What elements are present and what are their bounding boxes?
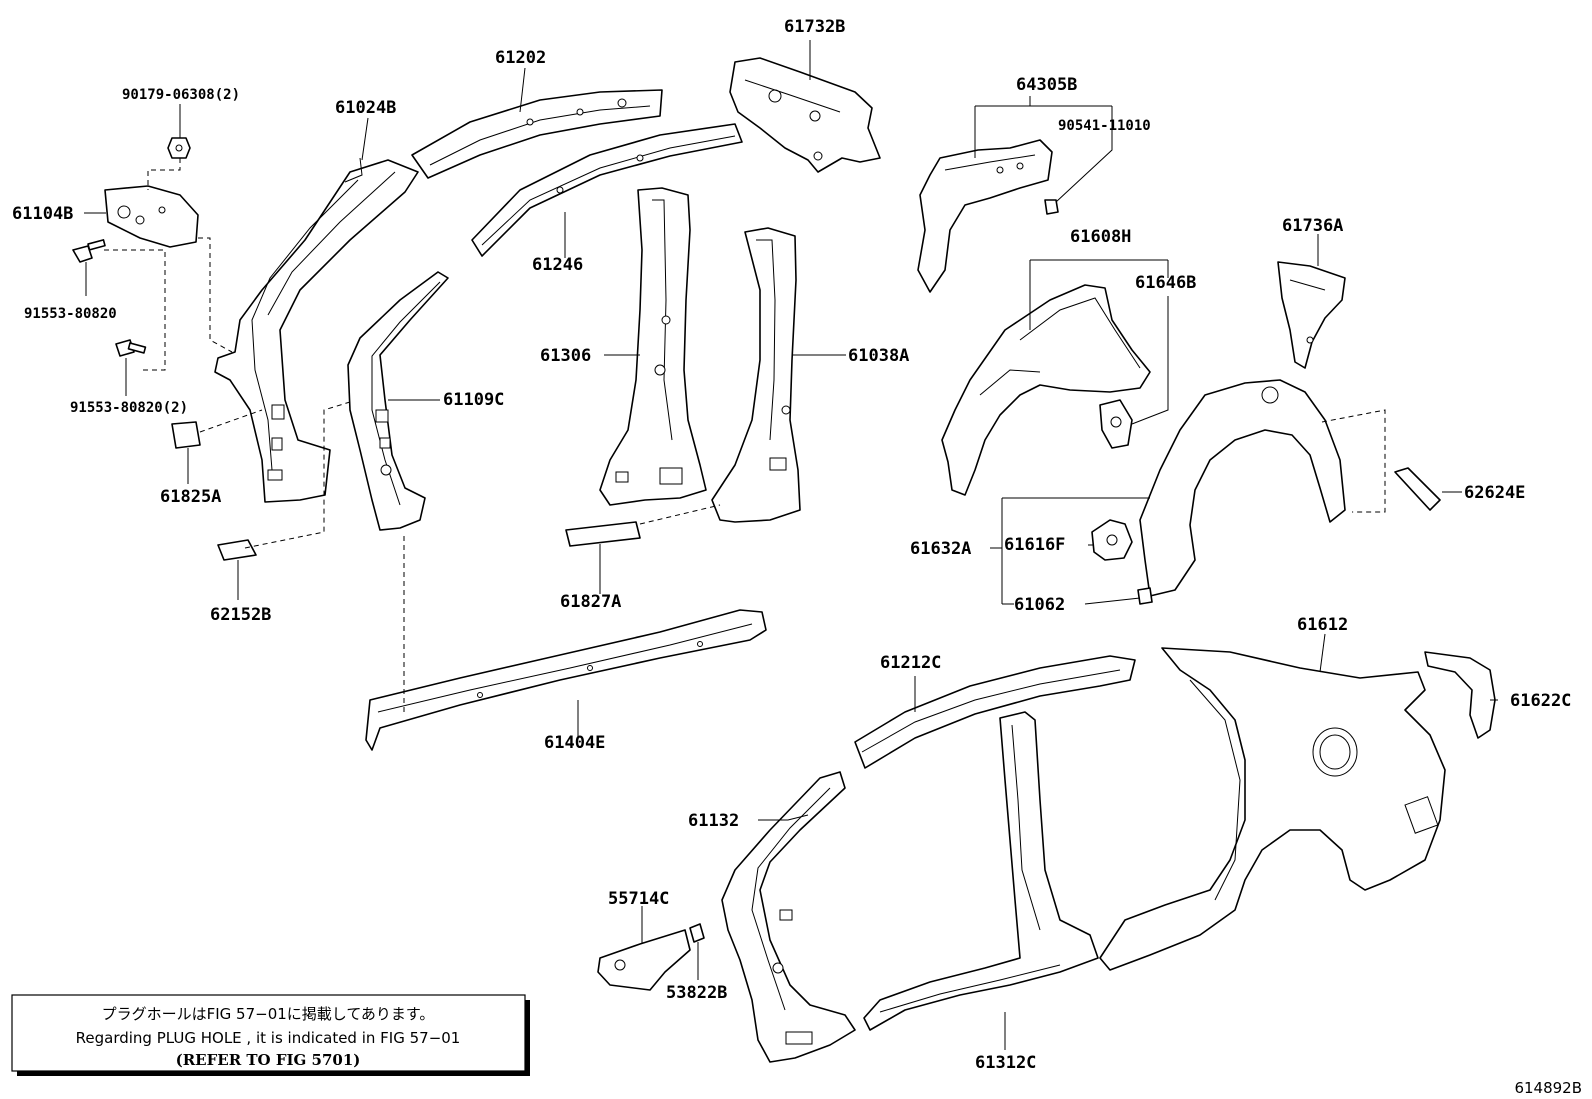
bolt-90541-drawing [1044, 199, 1059, 215]
part-61622C-drawing [1424, 651, 1496, 739]
part-53822B-drawing [689, 923, 705, 943]
bolt-90179-drawing [167, 137, 191, 159]
label-61202: 61202 [495, 48, 546, 68]
label-61062: 61062 [1014, 595, 1065, 615]
part-61646B-drawing [1099, 399, 1133, 449]
note-line-japanese: プラグホールはFIG 57−01に掲載してあります。 [102, 1005, 435, 1023]
part-61038A-drawing [711, 227, 801, 523]
label-61825A: 61825A [160, 487, 221, 507]
part-labels: 61732B 61202 90179-06308(2) 61024B 64305… [12, 17, 1571, 1073]
label-90179-06308: 90179-06308(2) [122, 87, 240, 103]
part-61306-drawing [599, 187, 707, 506]
note-line-reference: (REFER TO FIG 5701) [176, 1051, 361, 1069]
bolt-91553-b-drawing [115, 339, 147, 357]
leader-lines [84, 40, 1498, 1050]
label-61646B: 61646B [1135, 273, 1196, 293]
part-61109C-drawing [347, 271, 449, 531]
part-62152B-drawing [217, 539, 257, 561]
part-61104B-drawing [104, 185, 199, 248]
label-61827A: 61827A [560, 592, 621, 612]
part-61202-drawing [411, 89, 663, 179]
label-61024B: 61024B [335, 98, 396, 118]
part-61608H-drawing [941, 284, 1151, 496]
label-61104B: 61104B [12, 204, 73, 224]
label-61038A: 61038A [848, 346, 909, 366]
part-64305B-drawing [917, 139, 1053, 293]
label-61212C: 61212C [880, 653, 941, 673]
label-53822B: 53822B [666, 983, 727, 1003]
part-61404E-drawing [365, 609, 767, 751]
part-61312C-drawing [863, 711, 1099, 1031]
part-61024B-drawing [214, 157, 419, 503]
label-61632A: 61632A [910, 539, 971, 559]
label-61246: 61246 [532, 255, 583, 275]
label-62624E: 62624E [1464, 483, 1525, 503]
label-61109C: 61109C [443, 390, 504, 410]
part-61825A-drawing [171, 421, 201, 449]
label-61732B: 61732B [784, 17, 845, 37]
label-64305B: 64305B [1016, 75, 1077, 95]
label-90541-11010: 90541-11010 [1058, 118, 1151, 134]
part-61062-drawing [1137, 587, 1153, 605]
label-61736A: 61736A [1282, 216, 1343, 236]
label-62152B: 62152B [210, 605, 271, 625]
label-61404E: 61404E [544, 733, 605, 753]
assembly-dashed-lines [104, 158, 1386, 712]
label-61612: 61612 [1297, 615, 1348, 635]
part-61616F-drawing [1091, 519, 1133, 561]
label-55714C: 55714C [608, 889, 669, 909]
part-55714C-drawing [597, 929, 691, 991]
part-62624E-drawing [1394, 467, 1441, 511]
part-61736A-drawing [1277, 261, 1346, 369]
label-61312C: 61312C [975, 1053, 1036, 1073]
part-61212C-drawing [854, 655, 1136, 769]
label-61132: 61132 [688, 811, 739, 831]
part-61246-drawing [471, 123, 743, 257]
label-61608H: 61608H [1070, 227, 1131, 247]
label-61306: 61306 [540, 346, 591, 366]
plug-hole-note: プラグホールはFIG 57−01に掲載してあります。 Regarding PLU… [11, 994, 530, 1076]
figure-id: 614892B [1514, 1079, 1582, 1097]
part-61612-drawing [1099, 647, 1446, 971]
part-61132-drawing [721, 771, 856, 1063]
label-61616F: 61616F [1004, 535, 1065, 555]
part-61732B-drawing [729, 57, 881, 173]
label-61622C: 61622C [1510, 691, 1571, 711]
note-line-english: Regarding PLUG HOLE , it is indicated in… [76, 1029, 461, 1047]
part-61827A-drawing [565, 521, 641, 547]
part-61632A-drawing [1139, 379, 1346, 597]
bolt-91553-a-drawing [72, 239, 106, 263]
label-91553-80820-2: 91553-80820(2) [70, 400, 188, 416]
label-91553-80820: 91553-80820 [24, 306, 117, 322]
